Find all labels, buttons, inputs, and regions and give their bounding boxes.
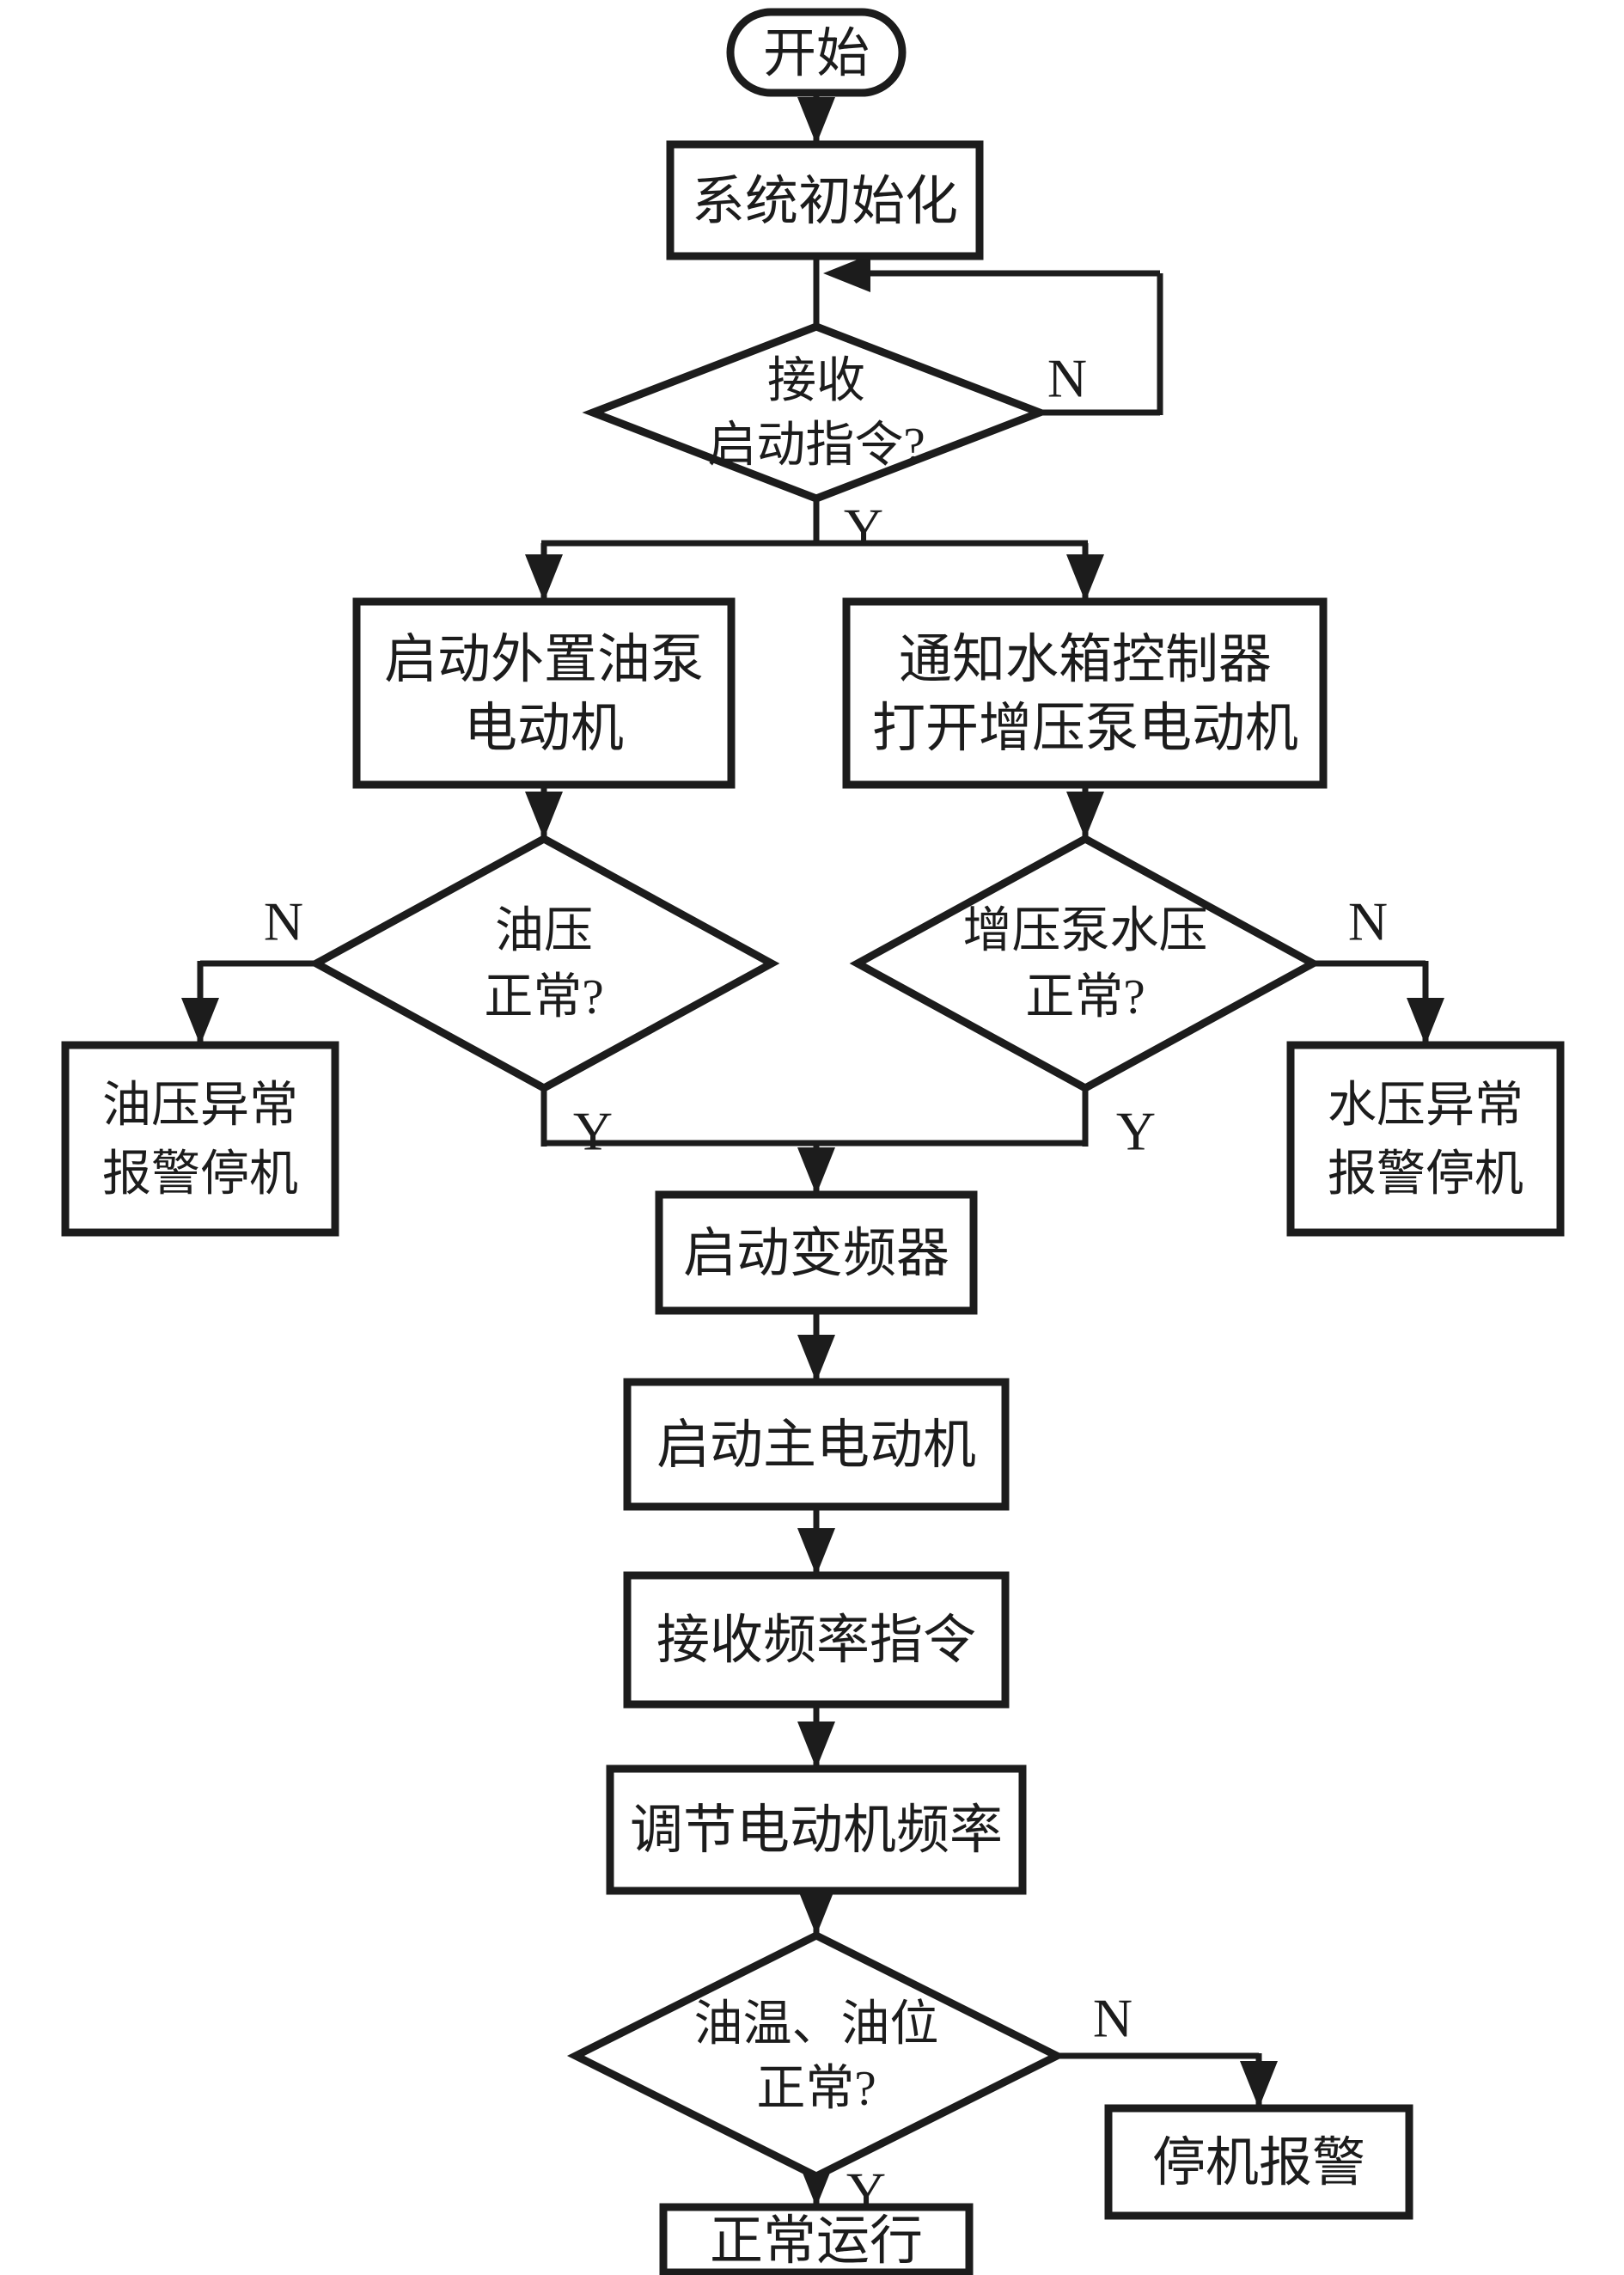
arrowhead-into-stop-alarm [1240,2061,1278,2108]
water-decision-yes-label: Y [1116,1101,1156,1162]
water-pressure-alarm-line1: 水压异常 [1328,1079,1523,1133]
start-inverter-shape [655,1190,978,1315]
node-oil-pressure-alarm: 油压异常 报警停机 [61,1041,339,1237]
node-start-inverter: 启动变频器 [655,1190,978,1315]
arrowhead-into-oil-alarm [181,998,219,1045]
node-receive-freq-cmd: 接收频率指令 [623,1571,1010,1709]
water-pressure-alarm-shape [1286,1041,1565,1237]
arrowhead-into-motor [797,1335,835,1382]
adjust-motor-freq-label: 调节电动机频率 [630,1801,1003,1860]
start-main-motor-label: 启动主电动机 [656,1416,976,1475]
start-external-oil-pump-line1: 启动外置油泵 [384,631,704,689]
stop-alarm-label: 停机报警 [1152,2134,1365,2192]
node-receive-start-cmd: 接收 启动指令? [582,322,1051,503]
normal-operation-label: 正常运行 [710,2212,923,2271]
oil-temp-level-normal-shape [566,1930,1066,2181]
arrowhead-feedback-left [823,254,870,292]
arrowhead-into-left-branch [525,554,563,602]
node-notify-tank-controller: 通知水箱控制器 打开增压泵电动机 [842,597,1328,789]
arrowhead-into-right-branch [1066,554,1104,602]
stop-alarm-shape [1104,2104,1413,2220]
oil-decision-yes-label: Y [573,1101,613,1162]
notify-tank-controller-shape [842,597,1328,789]
arrowhead-into-water-alarm [1407,998,1444,1045]
bottom-decision-no-label: N [1093,1988,1133,2049]
notify-tank-controller-line1: 通知水箱控制器 [899,631,1272,689]
water-pressure-alarm-line2: 报警停机 [1328,1147,1523,1202]
oil-temp-level-line2: 正常? [756,2062,876,2116]
oil-pressure-normal-line2: 正常? [484,970,603,1024]
start-pill-shape [726,8,907,97]
start-inverter-label: 启动变频器 [683,1225,949,1283]
node-start-main-motor: 启动主电动机 [623,1378,1010,1511]
receive-start-cmd-line2: 启动指令? [707,419,925,473]
node-oil-temp-level-normal: 油温、油位 正常? [566,1930,1066,2181]
water-decision-no-label: N [1348,891,1388,952]
booster-water-pressure-normal-shape [849,834,1322,1093]
node-system-init: 系统初始化 [666,140,984,260]
oil-decision-no-label: N [264,891,303,952]
arrowhead-into-inverter [797,1147,835,1195]
node-water-pressure-alarm: 水压异常 报警停机 [1286,1041,1565,1237]
system-init-shape [666,140,984,260]
oil-pressure-alarm-line2: 报警停机 [102,1147,298,1202]
adjust-motor-freq-shape [606,1764,1027,1895]
start-external-oil-pump-line2: 电动机 [464,700,624,758]
booster-water-pressure-line2: 正常? [1025,970,1145,1024]
node-stop-alarm: 停机报警 [1104,2104,1413,2220]
start-external-oil-pump-shape [352,597,736,789]
oil-pressure-normal-shape [308,834,780,1093]
oil-pressure-alarm-shape [61,1041,339,1237]
system-init-label: 系统初始化 [692,173,958,231]
notify-tank-controller-line2: 打开增压泵电动机 [872,700,1298,758]
decision1-yes-label: Y [844,498,883,559]
arrowhead-into-init [797,97,835,144]
receive-freq-cmd-label: 接收频率指令 [656,1611,976,1670]
oil-pressure-alarm-line1: 油压异常 [102,1079,298,1133]
arrowhead-into-water-decision [1066,792,1104,839]
receive-start-cmd-shape [582,322,1051,503]
node-oil-pressure-normal: 油压 正常? [308,834,780,1093]
oil-temp-level-line1: 油温、油位 [694,1997,939,2052]
receive-start-cmd-line1: 接收 [767,354,865,408]
booster-water-pressure-line1: 增压泵水压 [963,904,1208,958]
start-label: 开始 [763,25,870,83]
oil-pressure-normal-line1: 油压 [495,904,593,958]
normal-operation-shape [659,2203,974,2275]
node-start: 开始 [726,8,907,97]
node-adjust-motor-freq: 调节电动机频率 [606,1764,1027,1895]
arrowhead-into-bottom-decision [797,1888,835,1936]
node-normal-operation: 正常运行 [659,2203,974,2275]
decision1-no-label: N [1047,348,1087,409]
receive-freq-cmd-shape [623,1571,1010,1709]
node-booster-water-pressure-normal: 增压泵水压 正常? [849,834,1322,1093]
arrowhead-into-adjust [797,1722,835,1769]
arrowhead-into-freqcmd [797,1528,835,1575]
node-start-external-oil-pump: 启动外置油泵 电动机 [352,597,736,789]
start-main-motor-shape [623,1378,1010,1511]
arrowhead-into-oil-decision [525,792,563,839]
